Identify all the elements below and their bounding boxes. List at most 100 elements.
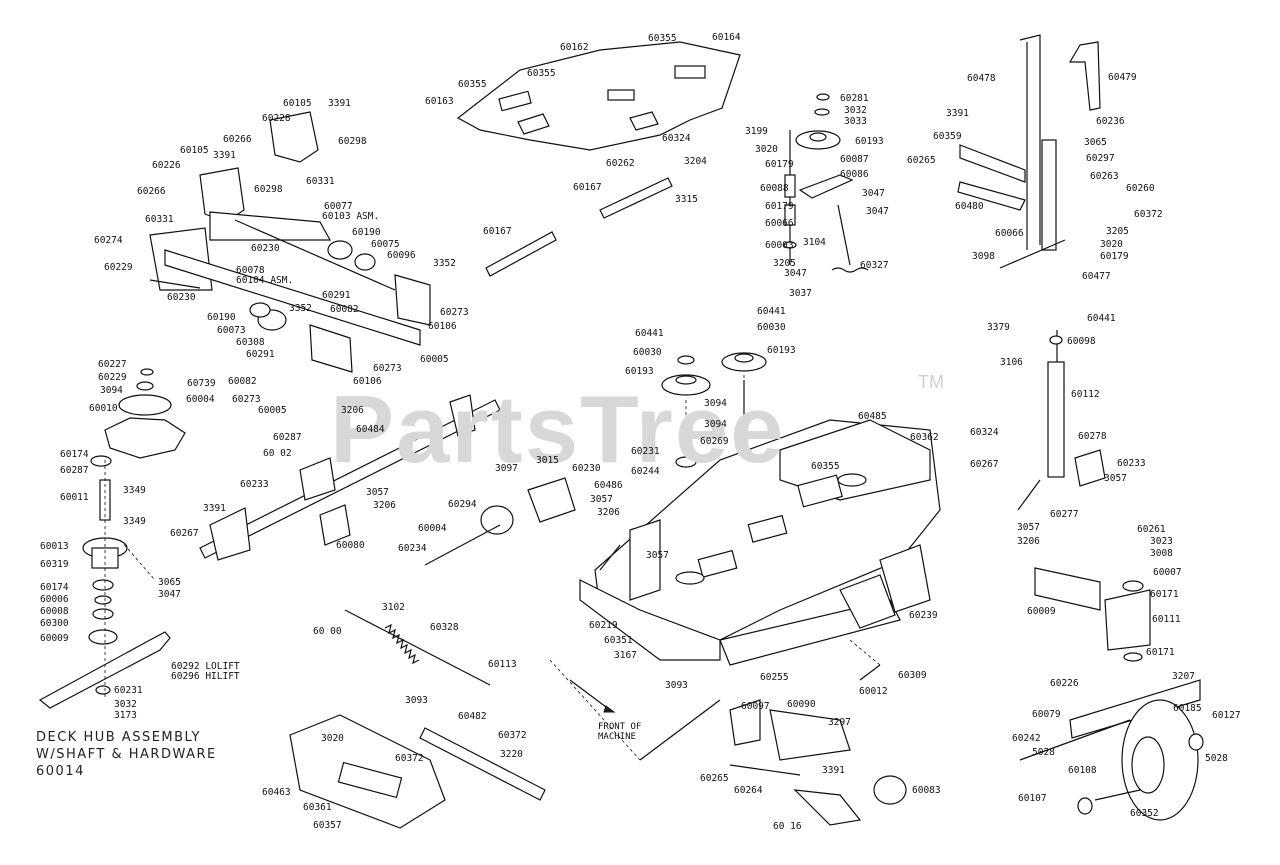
part-label: 60300 xyxy=(40,618,69,629)
part-label: 3204 xyxy=(684,156,707,167)
part-label: 60231 xyxy=(631,446,660,457)
part-label: 3093 xyxy=(665,680,688,691)
part-label: 60479 xyxy=(1108,72,1137,83)
part-label: 60228 xyxy=(262,113,291,124)
part-label: 3206 xyxy=(1017,536,1040,547)
part-label: 60185 xyxy=(1173,703,1202,714)
part-label: 3020 xyxy=(755,144,778,155)
part-label: 60278 xyxy=(1078,431,1107,442)
part-label: 60262 xyxy=(606,158,635,169)
part-label: 60127 xyxy=(1212,710,1241,721)
part-label: 60231 xyxy=(114,685,143,696)
part-label: 60167 xyxy=(483,226,512,237)
part-label: 60294 xyxy=(448,499,477,510)
part-label: 60226 xyxy=(152,160,181,171)
part-label: 60331 xyxy=(306,176,335,187)
part-label: 60179 xyxy=(765,159,794,170)
part-label: 60244 xyxy=(631,466,660,477)
part-label: 60441 xyxy=(1087,313,1116,324)
part-label: 3352 xyxy=(433,258,456,269)
lift-handle xyxy=(957,34,1101,269)
part-label: 60080 xyxy=(336,540,365,551)
part-label: 3391 xyxy=(328,98,351,109)
part-label: 60372 xyxy=(395,753,424,764)
part-label: 60079 xyxy=(1032,709,1061,720)
part-label: 3047 xyxy=(158,589,181,600)
part-label: 60082 xyxy=(330,304,359,315)
part-label: 60361 xyxy=(303,802,332,813)
part-label: 60484 xyxy=(356,424,385,435)
part-label: 3098 xyxy=(972,251,995,262)
part-label: 60111 xyxy=(1152,614,1181,625)
part-label: 60167 xyxy=(573,182,602,193)
part-label: 60287 xyxy=(273,432,302,443)
part-label: 60233 xyxy=(1117,458,1146,469)
part-label: 60441 xyxy=(757,306,786,317)
deck-hub-stack xyxy=(38,368,186,709)
part-label: 60324 xyxy=(662,133,691,144)
part-label: 60066 xyxy=(765,218,794,229)
rear-bracket xyxy=(729,699,907,826)
part-label: 60219 xyxy=(589,620,618,631)
part-label: 60269 xyxy=(700,436,729,447)
part-label: 60261 xyxy=(1137,524,1166,535)
part-label: 60463 xyxy=(262,787,291,798)
part-label: 3057 xyxy=(646,550,669,561)
part-label: 3094 xyxy=(100,385,123,396)
part-label: 60227 xyxy=(98,359,127,370)
part-label: 60355 xyxy=(648,33,677,44)
part-label: 60229 xyxy=(104,262,133,273)
part-label: 60239 xyxy=(909,610,938,621)
part-label: 3352 xyxy=(289,303,312,314)
mower-deck xyxy=(579,419,941,666)
part-label: 60359 xyxy=(933,131,962,142)
part-label: 60106 xyxy=(353,376,382,387)
part-label: 60352 xyxy=(1130,808,1159,819)
part-label: 3297 xyxy=(828,717,851,728)
part-label: 60077 xyxy=(324,201,353,212)
part-label: 60010 xyxy=(89,403,118,414)
part-label: 3094 xyxy=(704,398,727,409)
part-label: 3220 xyxy=(500,749,523,760)
part-label: 60281 xyxy=(840,93,869,104)
part-label: 60328 xyxy=(430,622,459,633)
part-label: 60277 xyxy=(1050,509,1079,520)
part-label: 3033 xyxy=(844,116,867,127)
part-label: 60230 xyxy=(251,243,280,254)
part-label: 60193 xyxy=(625,366,654,377)
part-label: 60486 xyxy=(594,480,623,491)
part-label: 60003 xyxy=(765,240,794,251)
part-label: 3173 xyxy=(114,710,137,721)
part-label: 3199 xyxy=(745,126,768,137)
part-label: 3057 xyxy=(366,487,389,498)
part-label: 60292 LOLIFT xyxy=(171,661,240,672)
part-label: 60478 xyxy=(967,73,996,84)
part-label: 3047 xyxy=(866,206,889,217)
part-label: 60327 xyxy=(860,260,889,271)
part-label: 60234 xyxy=(398,543,427,554)
part-label: 60291 xyxy=(322,290,351,301)
part-label: 60171 xyxy=(1146,647,1175,658)
part-label: 3104 xyxy=(803,237,826,248)
part-label: 60075 xyxy=(371,239,400,250)
title-line-3: 60014 xyxy=(36,764,85,779)
part-label: 3205 xyxy=(1106,226,1129,237)
part-label: 60267 xyxy=(970,459,999,470)
front-note-line-1: FRONT OF xyxy=(598,722,642,732)
part-label: 3349 xyxy=(123,485,146,496)
part-label: 60005 xyxy=(420,354,449,365)
part-label: 60357 xyxy=(313,820,342,831)
part-label: 60030 xyxy=(757,322,786,333)
part-label: 60229 xyxy=(98,372,127,383)
part-label: 60308 xyxy=(236,337,265,348)
lift-shaft xyxy=(1017,330,1106,511)
part-label: 60273 xyxy=(232,394,261,405)
part-label: 60097 xyxy=(741,701,770,712)
part-label: 5028 xyxy=(1032,747,1055,758)
part-label: 3094 xyxy=(704,419,727,430)
part-label: 60485 xyxy=(858,411,887,422)
part-label: 60287 xyxy=(60,465,89,476)
part-label: 60190 xyxy=(352,227,381,238)
part-label: 60477 xyxy=(1082,271,1111,282)
part-label: 60230 xyxy=(167,292,196,303)
